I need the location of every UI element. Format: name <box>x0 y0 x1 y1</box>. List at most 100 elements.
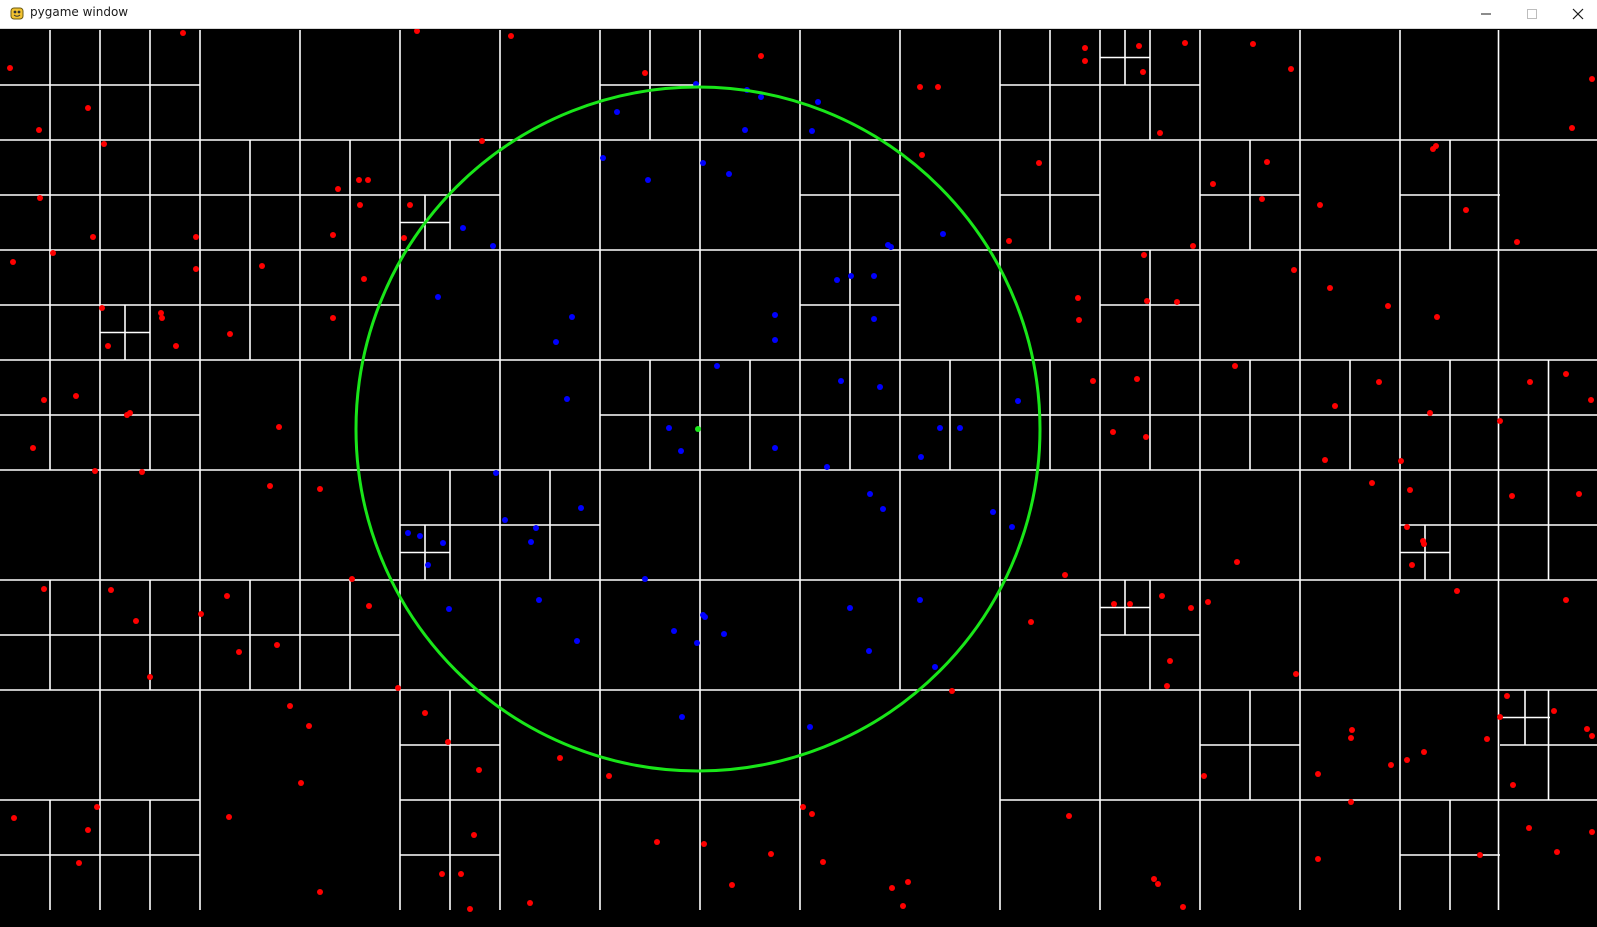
out-of-range-point <box>41 586 47 592</box>
out-of-range-point <box>101 141 107 147</box>
in-range-point <box>678 448 684 454</box>
out-of-range-point <box>92 468 98 474</box>
out-of-range-point <box>1232 363 1238 369</box>
title-bar[interactable]: pygame window <box>0 0 1597 29</box>
in-range-point <box>880 506 886 512</box>
out-of-range-point <box>41 397 47 403</box>
out-of-range-point <box>1563 371 1569 377</box>
out-of-range-point <box>306 723 312 729</box>
in-range-point <box>435 294 441 300</box>
in-range-point <box>772 445 778 451</box>
out-of-range-point <box>193 266 199 272</box>
out-of-range-point <box>401 235 407 241</box>
in-range-point <box>932 664 938 670</box>
out-of-range-point <box>1504 693 1510 699</box>
in-range-point <box>446 606 452 612</box>
out-of-range-point <box>476 767 482 773</box>
close-button[interactable] <box>1555 0 1597 28</box>
out-of-range-point <box>124 412 130 418</box>
out-of-range-point <box>1082 45 1088 51</box>
out-of-range-point <box>236 649 242 655</box>
out-of-range-point <box>1110 429 1116 435</box>
in-range-point <box>642 576 648 582</box>
in-range-point <box>918 454 924 460</box>
out-of-range-point <box>1589 829 1595 835</box>
query-range-circle <box>354 85 1042 773</box>
in-range-point <box>569 314 575 320</box>
out-of-range-point <box>139 469 145 475</box>
in-range-point <box>440 540 446 546</box>
in-range-point <box>838 378 844 384</box>
out-of-range-point <box>158 310 164 316</box>
out-of-range-point <box>1028 619 1034 625</box>
in-range-point <box>877 384 883 390</box>
out-of-range-point <box>1234 559 1240 565</box>
out-of-range-point <box>1036 160 1042 166</box>
out-of-range-point <box>1427 410 1433 416</box>
out-of-range-point <box>1159 593 1165 599</box>
out-of-range-point <box>467 906 473 912</box>
minimize-button[interactable] <box>1463 0 1509 28</box>
out-of-range-point <box>1454 588 1460 594</box>
in-range-point <box>867 491 873 497</box>
out-of-range-point <box>1066 813 1072 819</box>
out-of-range-point <box>642 70 648 76</box>
out-of-range-point <box>1210 181 1216 187</box>
out-of-range-point <box>654 839 660 845</box>
out-of-range-point <box>1151 876 1157 882</box>
out-of-range-point <box>1293 671 1299 677</box>
out-of-range-point <box>1348 735 1354 741</box>
out-of-range-point <box>414 29 420 34</box>
in-range-point <box>937 425 943 431</box>
out-of-range-point <box>1584 726 1590 732</box>
quadtree-grid <box>0 30 1597 910</box>
out-of-range-point <box>1140 69 1146 75</box>
out-of-range-point <box>1569 125 1575 131</box>
out-of-range-point <box>37 195 43 201</box>
simulation-canvas[interactable] <box>0 29 1597 927</box>
in-range-point <box>957 425 963 431</box>
out-of-range-point <box>1463 207 1469 213</box>
out-of-range-point <box>147 674 153 680</box>
in-range-point <box>758 94 764 100</box>
out-of-range-point <box>11 815 17 821</box>
out-of-range-point <box>935 84 941 90</box>
in-range-point <box>702 614 708 620</box>
out-of-range-point <box>701 841 707 847</box>
in-range-point <box>714 363 720 369</box>
out-of-range-point <box>226 814 232 820</box>
out-of-range-point <box>1291 267 1297 273</box>
out-of-range-point <box>1497 714 1503 720</box>
in-range-point <box>848 273 854 279</box>
out-of-range-point <box>905 879 911 885</box>
query-center-point <box>695 426 701 432</box>
out-of-range-point <box>1315 856 1321 862</box>
out-of-range-point <box>729 882 735 888</box>
out-of-range-point <box>800 804 806 810</box>
maximize-button[interactable] <box>1509 0 1555 28</box>
out-of-range-point <box>1388 762 1394 768</box>
out-of-range-point <box>1259 196 1265 202</box>
out-of-range-point <box>1588 397 1594 403</box>
out-of-range-point <box>267 483 273 489</box>
in-range-point <box>807 724 813 730</box>
out-of-range-point <box>1421 541 1427 547</box>
out-of-range-point <box>1526 825 1532 831</box>
out-of-range-point <box>1589 733 1595 739</box>
out-of-range-point <box>1182 40 1188 46</box>
out-of-range-point <box>606 773 612 779</box>
out-of-range-point <box>193 234 199 240</box>
out-of-range-point <box>422 710 428 716</box>
out-of-range-point <box>1322 457 1328 463</box>
out-of-range-point <box>1514 239 1520 245</box>
out-of-range-point <box>1497 418 1503 424</box>
out-of-range-point <box>330 315 336 321</box>
out-of-range-point <box>1315 771 1321 777</box>
in-range-point <box>917 597 923 603</box>
out-of-range-point <box>1563 597 1569 603</box>
out-of-range-point <box>198 611 204 617</box>
out-of-range-point <box>366 603 372 609</box>
in-range-point <box>490 243 496 249</box>
point-layer <box>7 29 1595 912</box>
